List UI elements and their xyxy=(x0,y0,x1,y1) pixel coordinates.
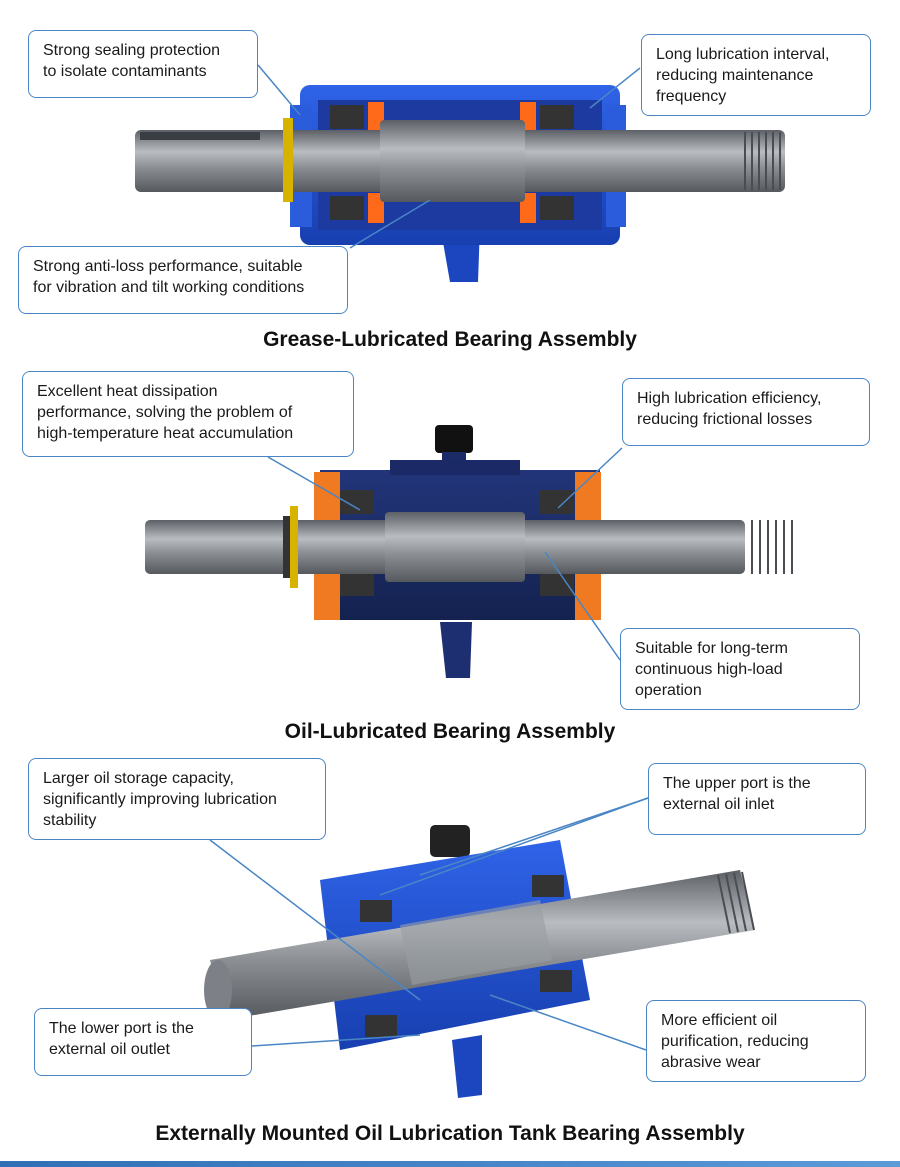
callout-oil-storage: Larger oil storage capacity, significant… xyxy=(28,758,326,840)
callout-lubrication-efficiency: High lubrication efficiency, reducing fr… xyxy=(622,378,870,446)
callout-text: Long lubrication interval, reducing main… xyxy=(656,46,830,105)
section-title-external-tank: Externally Mounted Oil Lubrication Tank … xyxy=(155,1122,745,1145)
section-title-grease: Grease-Lubricated Bearing Assembly xyxy=(263,328,637,351)
callout-text: Excellent heat dissipation performance, … xyxy=(37,383,294,442)
callout-text: The upper port is the external oil inlet xyxy=(663,775,811,813)
grease-bearing-illustration xyxy=(135,64,785,282)
callout-upper-port: The upper port is the external oil inlet xyxy=(648,763,866,835)
callout-text: More efficient oil purification, reducin… xyxy=(661,1012,809,1071)
external-tank-bearing-illustration xyxy=(204,797,755,1098)
callout-sealing-protection: Strong sealing protection to isolate con… xyxy=(28,30,258,98)
callout-text: The lower port is the external oil outle… xyxy=(49,1020,194,1058)
callout-text: Strong anti-loss performance, suitable f… xyxy=(33,258,305,296)
callout-text: Larger oil storage capacity, significant… xyxy=(43,770,277,829)
callout-lower-port: The lower port is the external oil outle… xyxy=(34,1008,252,1076)
callout-oil-purification: More efficient oil purification, reducin… xyxy=(646,1000,866,1082)
oil-bearing-illustration xyxy=(145,425,793,678)
callout-text: High lubrication efficiency, reducing fr… xyxy=(637,390,822,428)
section-title-oil: Oil-Lubricated Bearing Assembly xyxy=(284,720,616,743)
callout-anti-loss: Strong anti-loss performance, suitable f… xyxy=(18,246,348,314)
callout-text: Strong sealing protection to isolate con… xyxy=(43,42,220,80)
callout-text: Suitable for long-term continuous high-l… xyxy=(635,640,788,699)
callout-heat-dissipation: Excellent heat dissipation performance, … xyxy=(22,371,354,457)
bottom-accent-bar xyxy=(0,1161,900,1167)
callout-lubrication-interval: Long lubrication interval, reducing main… xyxy=(641,34,871,116)
callout-high-load: Suitable for long-term continuous high-l… xyxy=(620,628,860,710)
